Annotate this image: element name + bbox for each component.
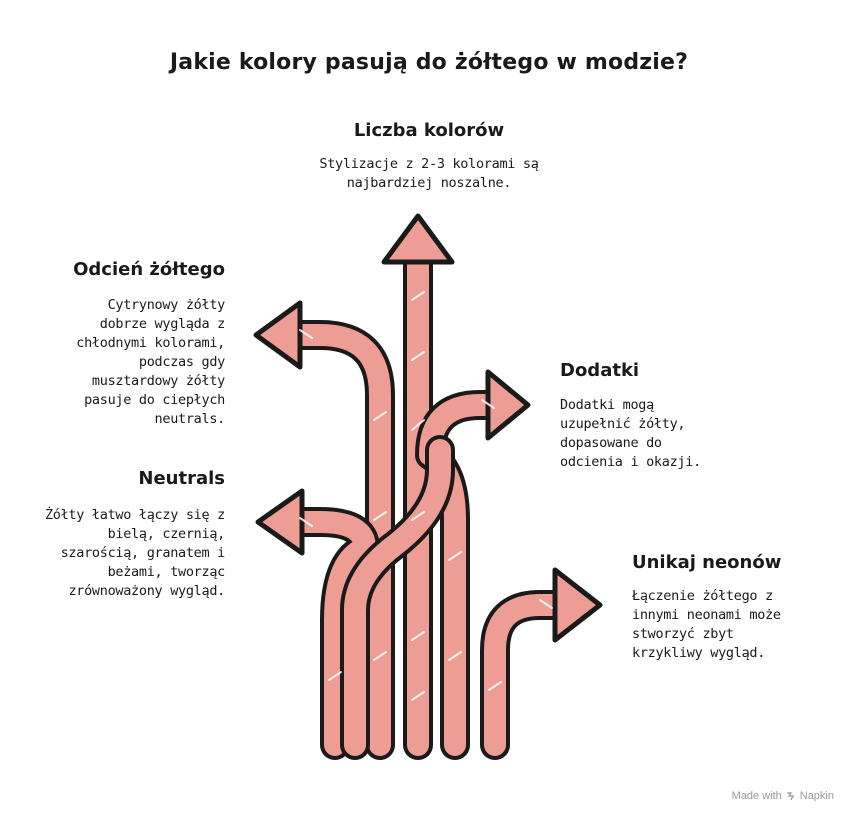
desc-line: pasuje do ciepłych <box>84 392 225 408</box>
desc-line: Stylizacje z 2-3 kolorami są <box>319 156 539 172</box>
arrow-neony <box>480 567 603 760</box>
desc-line: zrównoważony wygląd. <box>68 583 225 599</box>
desc-line: podczas gdy <box>138 354 225 370</box>
desc-line: uzupełnić żółty, <box>560 416 686 432</box>
heading-dodatki: Dodatki <box>560 360 640 381</box>
desc-line: musztardowy żółty <box>91 373 225 389</box>
desc-line: Dodatki mogą <box>560 397 654 413</box>
watermark-prefix: Made with <box>731 790 782 802</box>
arrow-odcien <box>253 300 395 760</box>
heading-neony: Unikaj neonów <box>632 552 782 573</box>
desc-line: bielą, czernią, <box>107 526 226 542</box>
desc-line: odcienia i okazji. <box>560 454 701 470</box>
desc-line: Cytrynowy żółty <box>107 297 226 313</box>
desc-dodatki: Dodatki mogą uzupełnić żółty, dopasowane… <box>560 396 780 472</box>
desc-line: dopasowane do <box>560 435 662 451</box>
desc-line: chłodnymi kolorami, <box>76 335 225 351</box>
desc-line: krzykliwy wygląd. <box>632 645 766 661</box>
watermark: Made with Napkin <box>732 790 834 802</box>
desc-odcien: Cytrynowy żółty dobrze wygląda z chłodny… <box>30 296 225 429</box>
heading-neutrals: Neutrals <box>138 468 225 489</box>
heading-odcien: Odcień żółtego <box>73 259 225 280</box>
diagram-title: Jakie kolory pasują do żółtego w modzie? <box>169 50 689 75</box>
arrow-neutrals <box>255 488 380 760</box>
desc-line: beżami, tworząc <box>107 564 226 580</box>
heading-liczba: Liczba kolorów <box>353 120 505 141</box>
desc-line: najbardziej noszalne. <box>346 175 512 191</box>
desc-line: Łączenie żółtego z <box>632 588 773 604</box>
desc-line: stworzyć zbyt <box>632 626 734 642</box>
watermark-brand: Napkin <box>799 790 834 802</box>
napkin-logo-icon <box>786 792 794 801</box>
desc-neutrals: Żółty łatwo łączy się z bielą, czernią, … <box>20 506 225 601</box>
desc-line: dobrze wygląda z <box>99 316 226 332</box>
desc-line: szarością, granatem i <box>60 545 226 561</box>
arrow-dodatki <box>415 369 531 760</box>
desc-neony: Łączenie żółtego z innymi neonami może s… <box>632 587 832 663</box>
desc-line: innymi neonami może <box>632 607 781 623</box>
arrow-crossing-strand <box>340 435 455 760</box>
desc-line: Żółty łatwo łączy się z <box>44 507 225 523</box>
desc-liczba: Stylizacje z 2-3 kolorami są najbardziej… <box>279 155 579 193</box>
desc-line: neutrals. <box>154 411 226 427</box>
hatch-texture <box>299 291 553 701</box>
